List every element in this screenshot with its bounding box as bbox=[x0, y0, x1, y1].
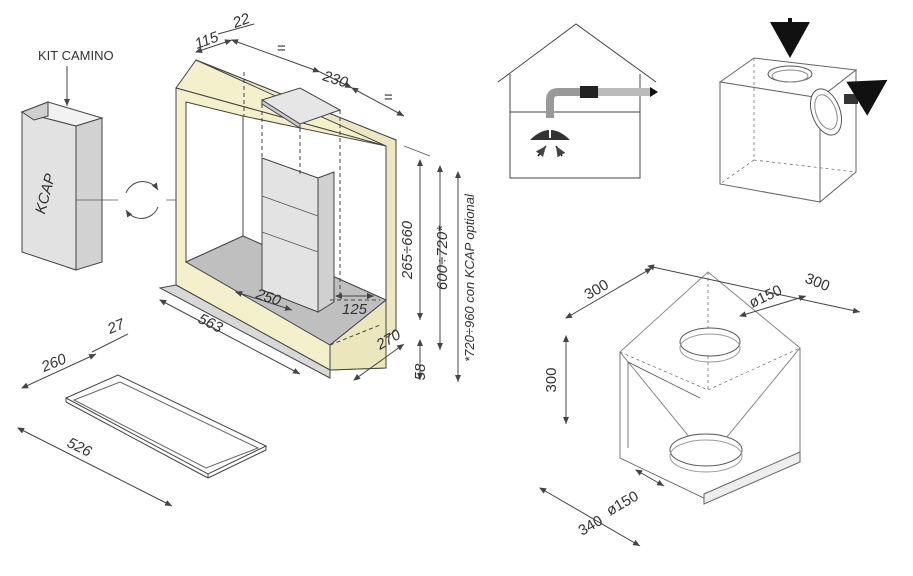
large-box-dimensions: 300 300 ø150 300 340 ø150 bbox=[539, 264, 861, 547]
dim-300-top: 300 bbox=[582, 276, 612, 303]
cabinet-inner-left bbox=[185, 101, 244, 263]
small-box-front bbox=[719, 81, 821, 203]
small-box-icon bbox=[718, 18, 888, 204]
dim-eq-1: = bbox=[277, 40, 286, 57]
large-box-bottom-hole bbox=[669, 433, 743, 467]
cutout-group: 260 27 526 bbox=[17, 315, 268, 507]
dim-58: 58 bbox=[412, 363, 429, 380]
dim-260: 260 bbox=[38, 350, 69, 376]
kit-camino-group: KIT CAMINO KCAP bbox=[20, 48, 290, 271]
dim-150-bottom: ø150 bbox=[604, 488, 642, 520]
dim-600-720: 600÷720* bbox=[434, 225, 451, 290]
rotate-icon bbox=[125, 181, 159, 219]
small-box-side-hole bbox=[809, 88, 843, 136]
cabinet-group bbox=[158, 59, 398, 379]
dim-eq-2: = bbox=[384, 89, 393, 106]
dim-115: 115 bbox=[193, 28, 222, 52]
large-box-rail bbox=[703, 451, 801, 505]
kit-camino-title: KIT CAMINO bbox=[38, 48, 114, 63]
dim-kcap-optional: *720÷960 con KCAP optional bbox=[462, 193, 477, 362]
chimney-inner-flange bbox=[20, 101, 49, 121]
cabinet-right-side bbox=[195, 59, 397, 340]
duct-column-side bbox=[317, 171, 335, 313]
dim-150-top: ø150 bbox=[747, 282, 785, 312]
dim-22: 22 bbox=[230, 10, 253, 32]
large-box-top-hole bbox=[679, 327, 741, 357]
airflow-out-arrow bbox=[846, 79, 888, 116]
house-ventilation-icon bbox=[497, 23, 658, 179]
dim-340: 340 bbox=[576, 512, 606, 539]
dim-265-660: 265÷660 bbox=[399, 220, 416, 280]
dim-27: 27 bbox=[104, 315, 127, 338]
dim-300-depth: 300 bbox=[803, 270, 833, 295]
dim-300-height: 300 bbox=[543, 367, 560, 392]
dim-230: 230 bbox=[320, 67, 351, 91]
dim-125: 125 bbox=[342, 301, 368, 318]
chimney-side-panel bbox=[75, 117, 103, 271]
dim-526: 526 bbox=[64, 434, 95, 461]
large-box-group bbox=[619, 271, 801, 505]
